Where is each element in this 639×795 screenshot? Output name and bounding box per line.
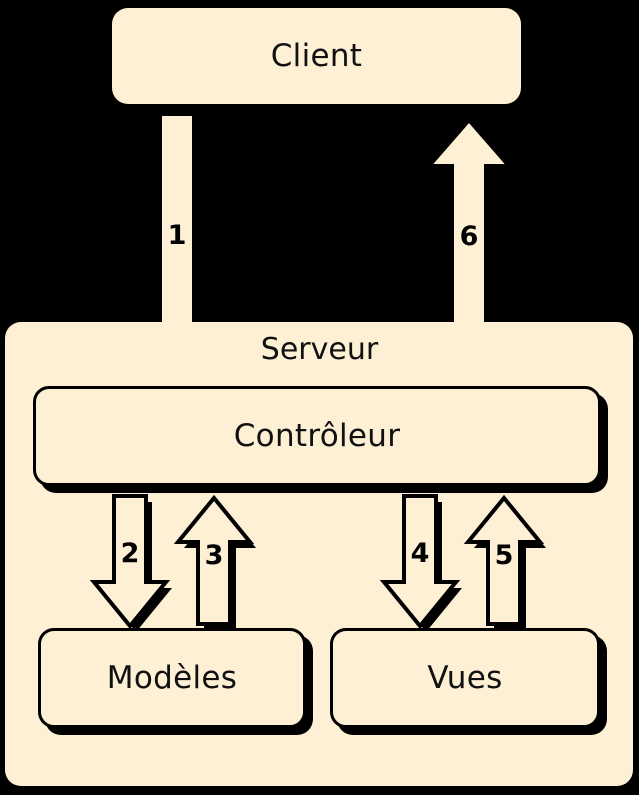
node-controleur-label: Contrôleur — [233, 417, 401, 454]
arrow-4-body — [379, 494, 461, 630]
node-vues[interactable]: Vues — [330, 628, 600, 728]
arrow-3-body — [173, 494, 255, 626]
arrow-4-controleur-to-vues: 4 — [378, 494, 462, 634]
node-client-label: Client — [270, 37, 363, 74]
arrow-3-modeles-to-controleur: 3 — [172, 494, 258, 634]
node-vues-label: Vues — [427, 659, 503, 696]
node-controleur[interactable]: Contrôleur — [33, 386, 601, 486]
node-modeles[interactable]: Modèles — [38, 628, 306, 728]
node-client[interactable]: Client — [112, 8, 521, 104]
arrow-2-controleur-to-modeles: 2 — [88, 494, 172, 634]
arrow-2-body — [89, 494, 171, 630]
node-modeles-label: Modèles — [106, 659, 238, 696]
arrow-5-vues-to-controleur: 5 — [462, 494, 548, 634]
arrow-5-body — [463, 494, 545, 626]
